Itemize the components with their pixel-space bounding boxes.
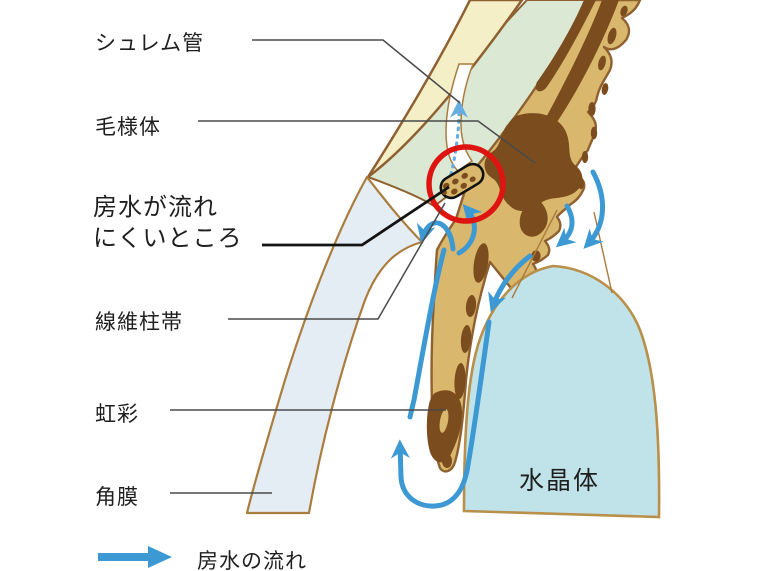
label-ciliary-body: 毛様体 [95, 116, 161, 139]
label-blockage-line2: にくいところ [93, 225, 243, 252]
ciliary-streak [540, 0, 619, 135]
ciliary-dot [531, 250, 541, 262]
label-iris: 虹彩 [95, 403, 139, 426]
ciliary-dot [578, 178, 584, 190]
legend-flow-arrow [98, 546, 172, 568]
blockage-highlight-ring [426, 144, 506, 224]
ciliary-dot [598, 55, 606, 71]
flow-arrow-into-meshwork [456, 203, 483, 256]
flow-stream-iris-front [407, 247, 447, 420]
iris-pigment-blob [465, 295, 477, 317]
legend-arrow-shaft [98, 553, 151, 561]
lens-shape [462, 264, 661, 519]
pointer-trabecular [228, 202, 446, 320]
ciliary-dot [607, 27, 617, 45]
ciliary-dot [581, 151, 589, 163]
iris-swirl [439, 409, 449, 433]
legend-arrow-head [148, 546, 172, 568]
cornea-shape [245, 175, 424, 515]
label-cornea: 角膜 [95, 486, 139, 509]
ciliary-dot [590, 126, 598, 140]
capsule-dot [452, 178, 459, 185]
flow-arrow-schlemm [449, 99, 468, 176]
flow-arrow-ciliary-left [555, 203, 577, 248]
ciliary-dot [588, 102, 596, 116]
label-blockage-line1: 房水が流れ [93, 194, 218, 221]
pointer-schlemm [252, 39, 461, 104]
label-lens: 水晶体 [519, 467, 601, 495]
flow-arrow-ciliary-right [583, 169, 605, 249]
iris-pigment-blob [442, 454, 452, 468]
ciliary-dot [620, 5, 628, 17]
label-trabecular: 線維柱帯 [95, 311, 183, 334]
ciliary-lobe-blob [519, 198, 548, 237]
flow-arrow-lens-side [488, 253, 533, 313]
ciliary-dot [601, 83, 609, 95]
iris-pigment-blob [454, 363, 466, 399]
iris-pigment-blob [460, 325, 472, 353]
legend-label: 房水の流れ [197, 550, 307, 571]
label-schlemm-canal: シュレム管 [95, 32, 205, 55]
pointer-ciliary-body [198, 120, 536, 164]
flow-arrow-curl-back [416, 220, 456, 252]
flow-arrow-pupil-uturn [390, 319, 492, 509]
ciliary-streak [535, 0, 596, 92]
capsule-dot [460, 182, 467, 189]
iris-pigment-blob [473, 243, 489, 283]
label-blockage: 房水が流れ にくいところ [93, 192, 243, 254]
zonule-fiber [511, 209, 558, 299]
pointer-blockage [262, 185, 450, 247]
capsule-dot [451, 188, 458, 195]
capsule-dot [469, 176, 476, 183]
capsule-dot [461, 172, 468, 179]
